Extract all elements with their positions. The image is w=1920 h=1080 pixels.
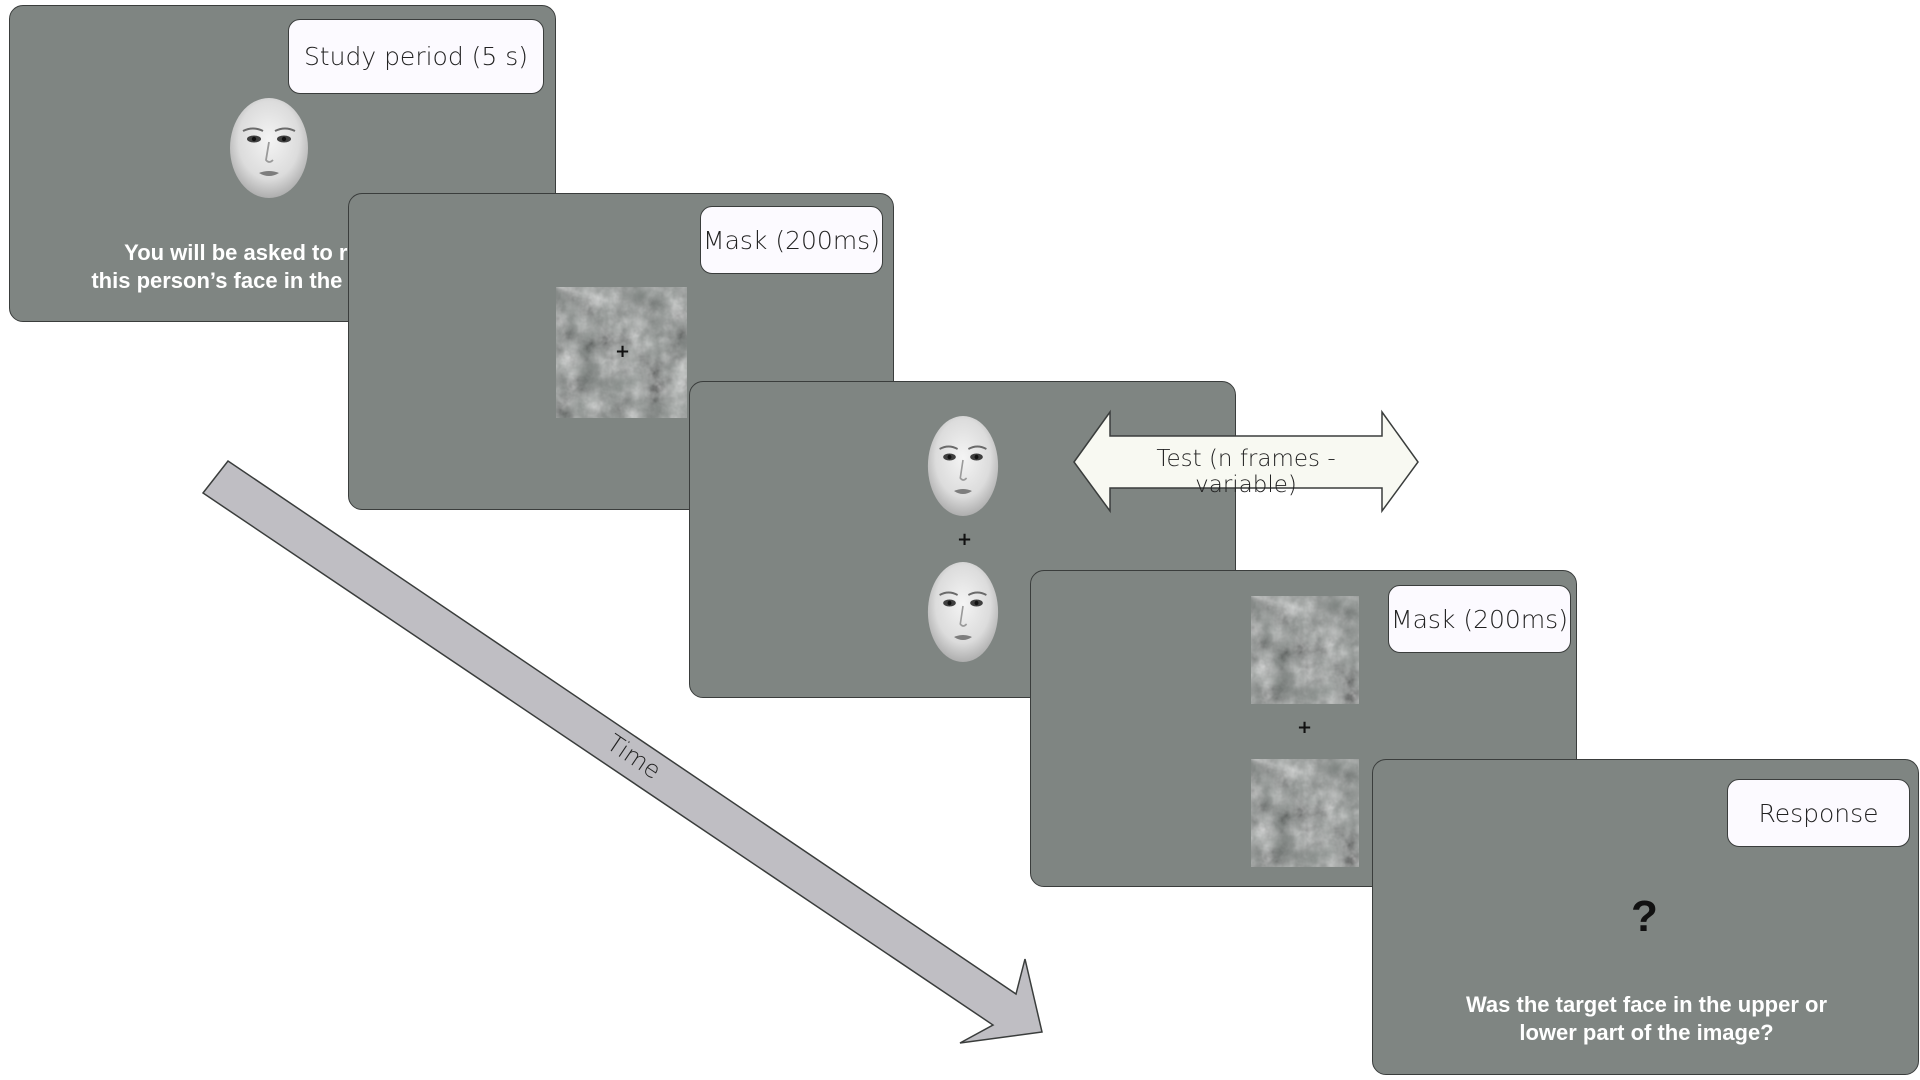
study-panel: Study period (5 s) You will be asked to … <box>9 5 556 322</box>
mask2-fixation-cross: + <box>1297 717 1313 738</box>
mask1-label: Mask (200ms) <box>700 206 883 274</box>
mask1-fixation-cross: + <box>615 341 631 362</box>
response-message: Was the target face in the upper or lowe… <box>1373 991 1920 1047</box>
response-panel: Response ? Was the target face in the up… <box>1372 759 1919 1075</box>
mask2-noise-upper-image <box>1251 596 1359 704</box>
response-question-mark: ? <box>1631 892 1658 941</box>
test-label: Test (n frames - variable) <box>1156 446 1336 498</box>
mask1-noise-image <box>556 287 687 418</box>
mask2-noise-lower-image <box>1251 759 1359 867</box>
mask2-label: Mask (200ms) <box>1388 585 1571 653</box>
response-label: Response <box>1727 779 1910 847</box>
study-label: Study period (5 s) <box>288 19 544 94</box>
response-message-line2: lower part of the image? <box>1519 1020 1774 1045</box>
response-message-line1: Was the target face in the upper or <box>1465 992 1828 1017</box>
test-fixation-cross: + <box>957 529 973 550</box>
